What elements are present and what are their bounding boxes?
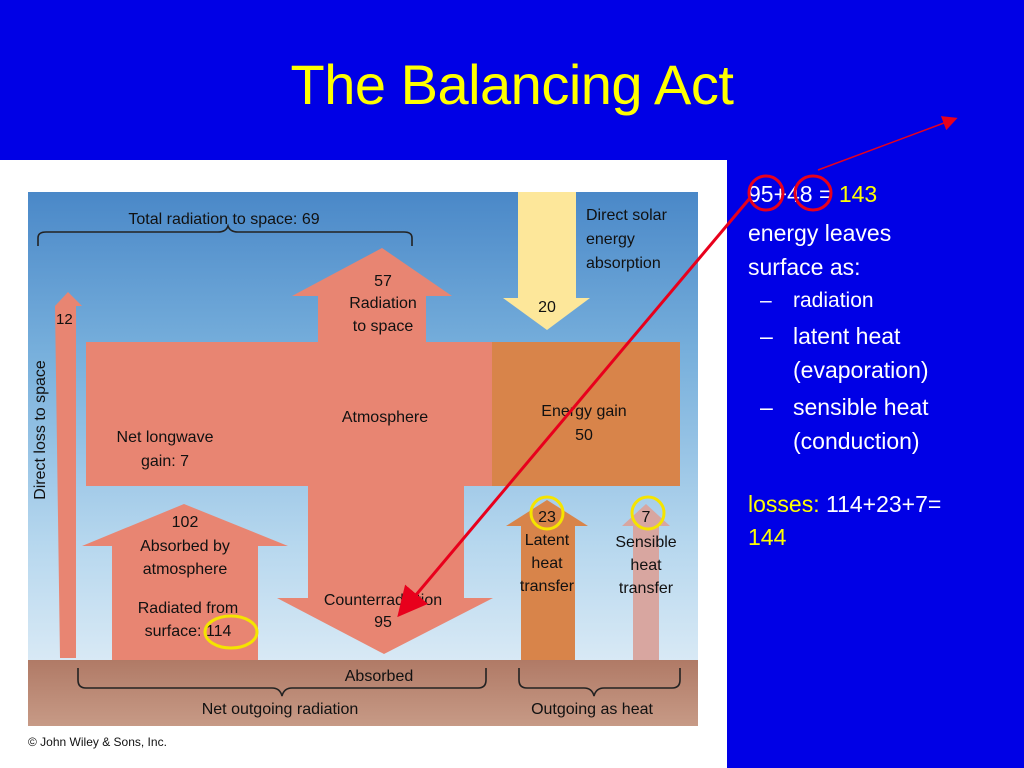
equation-result: 143 xyxy=(838,181,878,207)
absorbed-ground-label: Absorbed xyxy=(345,668,414,685)
latent-label-2: heat xyxy=(531,555,563,572)
sensible-label-2: heat xyxy=(630,557,662,574)
absorbed-label-1: Absorbed by xyxy=(140,538,230,555)
value-12: 12 xyxy=(56,311,73,328)
direct-loss-arrow xyxy=(55,292,82,658)
net-outgoing-label: Net outgoing radiation xyxy=(202,701,359,718)
diagram-panel: Total radiation to space: 69 Direct sola… xyxy=(0,160,727,768)
absorbed-label-2: atmosphere xyxy=(143,561,228,578)
radiated-from-label-2: surface: 114 xyxy=(145,623,232,640)
counterradiation-value: 95 xyxy=(374,614,392,631)
losses-line: losses: 114+23+7= xyxy=(748,488,1018,521)
radiation-to-space-label-2: to space xyxy=(353,318,414,335)
equation-line: 95+48 = 143 xyxy=(748,178,1018,211)
bullet-sensible: – sensible heat (conduction) xyxy=(748,391,1018,458)
bullet-sensible-text: sensible heat xyxy=(793,394,929,421)
latent-label-1: Latent xyxy=(525,532,570,549)
value-20: 20 xyxy=(538,299,556,316)
ground-strip xyxy=(28,660,698,726)
direct-solar-label-3: absorption xyxy=(586,255,661,272)
counterradiation-label: Counterradiation xyxy=(324,592,442,609)
latent-value: 23 xyxy=(538,509,556,526)
bullet-latent-sub: (evaporation) xyxy=(793,356,929,383)
bullet-radiation-text: radiation xyxy=(793,289,874,313)
latent-label-3: transfer xyxy=(520,578,575,595)
bullet-dash-icon: – xyxy=(760,394,773,421)
net-longwave-label-1: Net longwave xyxy=(117,429,214,446)
notes-line-2: surface as: xyxy=(748,253,861,280)
copyright-label: © John Wiley & Sons, Inc. xyxy=(28,735,167,749)
total-radiation-label: Total radiation to space: 69 xyxy=(128,211,319,228)
losses-expression: 114+23+7= xyxy=(819,490,942,517)
radiation-to-space-value: 57 xyxy=(374,273,392,290)
absorbed-value: 102 xyxy=(172,514,199,531)
sensible-label-3: transfer xyxy=(619,580,674,597)
notes-line-1: energy leaves xyxy=(748,220,892,247)
direct-solar-label-1: Direct solar xyxy=(586,207,668,224)
energy-balance-diagram: Total radiation to space: 69 Direct sola… xyxy=(28,192,698,749)
energy-gain-label: Energy gain xyxy=(541,403,626,420)
equation-prefix: 95+48 = xyxy=(748,181,839,207)
bullet-sensible-sub: (conduction) xyxy=(793,427,920,454)
outgoing-heat-label: Outgoing as heat xyxy=(531,701,653,718)
bottom-brace-right xyxy=(518,668,681,697)
bullet-latent: – latent heat (evaporation) xyxy=(748,320,1018,387)
atmosphere-label: Atmosphere xyxy=(342,409,428,426)
sensible-label-1: Sensible xyxy=(615,534,676,551)
notes-panel: 95+48 = 143 energy leaves surface as: – … xyxy=(748,178,1018,555)
slide-title: The Balancing Act xyxy=(290,53,734,116)
bullet-dash-icon: – xyxy=(760,289,772,313)
direct-loss-label: Direct loss to space xyxy=(32,360,49,500)
losses-total: 144 xyxy=(748,524,787,551)
red-arrow-up xyxy=(817,116,958,171)
energy-gain-value: 50 xyxy=(575,427,593,444)
bullet-dash-icon: – xyxy=(760,323,773,350)
atmosphere-block xyxy=(86,248,493,654)
bullet-latent-text: latent heat xyxy=(793,323,901,350)
direct-solar-label-2: energy xyxy=(586,231,635,248)
radiation-to-space-label-1: Radiation xyxy=(349,295,417,312)
bullet-radiation: – radiation xyxy=(748,286,1018,316)
bottom-brace-left xyxy=(77,668,487,697)
radiated-from-label-1: Radiated from xyxy=(138,600,239,617)
losses-label: losses: xyxy=(748,490,820,517)
sensible-value: 7 xyxy=(642,509,651,526)
net-longwave-label-2: gain: 7 xyxy=(141,453,189,470)
